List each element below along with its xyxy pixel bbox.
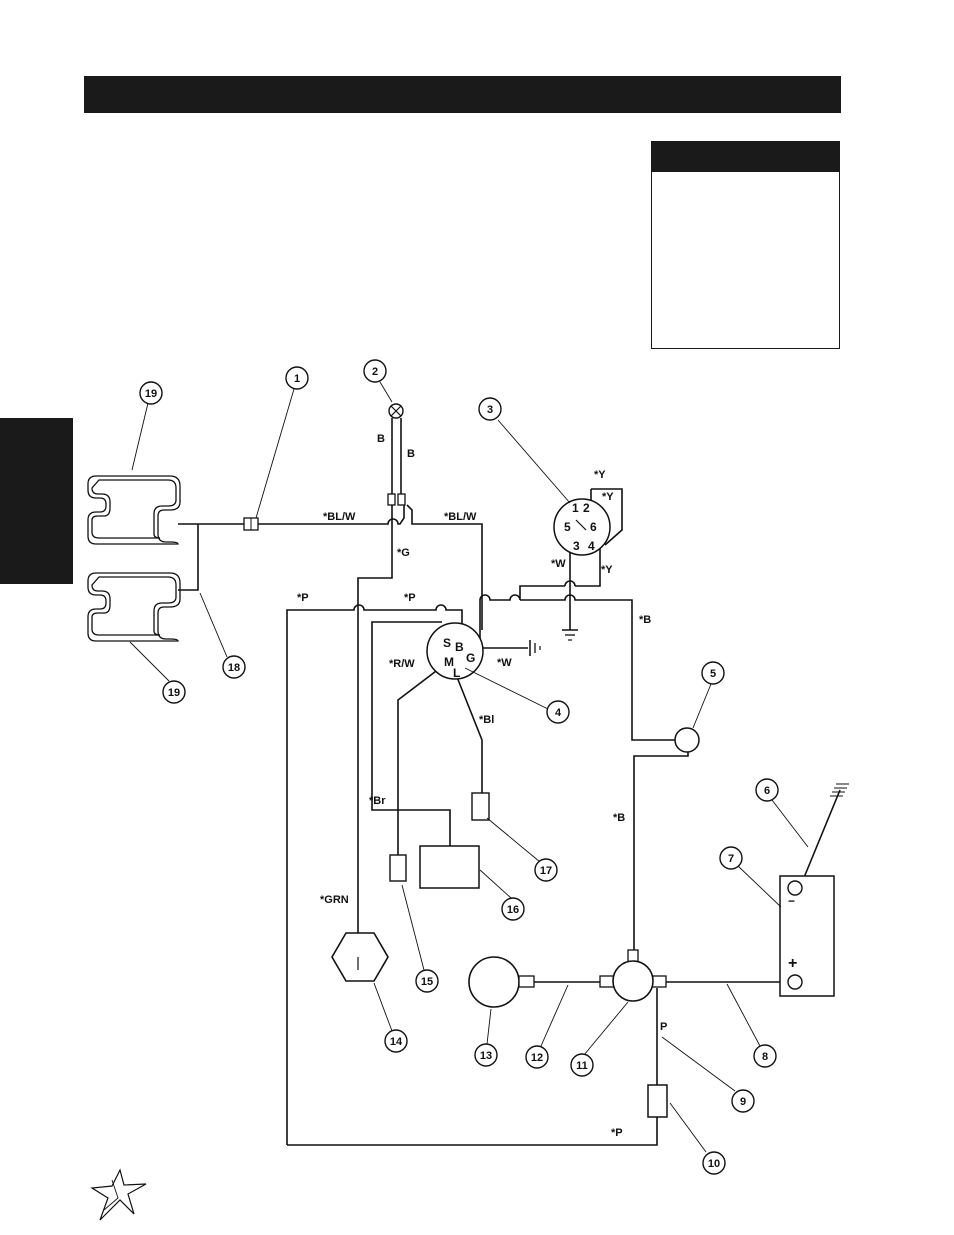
svg-text:19: 19 [168, 687, 180, 699]
side-tab [0, 418, 73, 584]
svg-text:17: 17 [540, 865, 552, 877]
callout-7: 7 [719, 846, 743, 870]
switch-3-pin-3: 3 [573, 539, 580, 553]
wires [178, 418, 841, 1146]
ignition-pin-g: G [466, 651, 475, 665]
wire-label-p-small: P [660, 1021, 667, 1033]
svg-text:2: 2 [372, 366, 378, 378]
ignition-pin-s: S [443, 636, 451, 650]
wire-label-y-inner: *Y [602, 491, 614, 503]
ground-icon [529, 640, 541, 656]
callout-9: 9 [731, 1089, 755, 1113]
wire-label-p-mid: *P [404, 592, 416, 604]
ignition-pin-b: B [455, 640, 464, 654]
connector-10 [647, 1084, 668, 1118]
switch-3-pin-1: 1 [572, 501, 579, 515]
callout-4: 4 [546, 700, 570, 724]
svg-text:10: 10 [708, 1158, 720, 1170]
svg-text:13: 13 [480, 1050, 492, 1062]
wire-label-y-right: *Y [601, 564, 613, 576]
callout-18: 18 [222, 655, 246, 679]
callout-3: 3 [478, 397, 502, 421]
callout-14: 14 [384, 1029, 408, 1053]
callout-12: 12 [525, 1045, 549, 1069]
callout-2: 2 [363, 359, 387, 383]
lamp-icon [388, 403, 404, 419]
switch-3-pin-6: 6 [590, 520, 597, 534]
svg-text:6: 6 [764, 785, 770, 797]
svg-text:5: 5 [710, 668, 716, 680]
callout-16: 16 [501, 897, 525, 921]
callout-1: 1 [285, 366, 309, 390]
svg-text:9: 9 [740, 1096, 746, 1108]
ground-icon [562, 629, 578, 641]
svg-text:16: 16 [507, 904, 519, 916]
ignition-switch-4: S B G M L [426, 622, 484, 680]
wire-label-w-top: *W [551, 558, 566, 570]
callout-5: 5 [701, 661, 725, 685]
wire-label-b-left: B [377, 433, 385, 445]
wire-label-y-top: *Y [594, 469, 606, 481]
wire-label-bl-w-right: *BL/W [444, 511, 477, 523]
wire-label-b-upper: *B [639, 614, 651, 626]
star-logo-icon [90, 1168, 147, 1221]
wire-label-p-bottom: *P [611, 1127, 623, 1139]
callout-8: 8 [753, 1044, 777, 1068]
svg-text:3: 3 [487, 404, 493, 416]
callout-11: 11 [570, 1053, 594, 1077]
svg-text:14: 14 [390, 1036, 403, 1048]
svg-text:11: 11 [576, 1060, 588, 1072]
connector-15 [389, 854, 407, 882]
battery-negative-label: − [788, 894, 795, 908]
svg-text:7: 7 [728, 853, 734, 865]
legend-box [651, 141, 840, 349]
callout-6: 6 [755, 778, 779, 802]
ground-cable-end [830, 783, 849, 797]
svg-text:1: 1 [294, 373, 300, 385]
svg-text:18: 18 [228, 662, 240, 674]
callout-10: 10 [702, 1151, 726, 1175]
component-19-bottom [87, 572, 181, 642]
svg-text:4: 4 [555, 707, 562, 719]
ignition-pin-l: L [453, 666, 460, 680]
header-bar [84, 76, 841, 113]
module-16 [419, 845, 480, 889]
wire-label-w-ground: *W [497, 657, 512, 669]
svg-text:15: 15 [421, 976, 433, 988]
callout-19-bottom: 19 [162, 680, 186, 704]
component-19-top [87, 475, 181, 545]
battery-positive-label: + [788, 955, 797, 972]
legend-header [652, 142, 839, 172]
wire-label-bl: *Bl [479, 714, 494, 726]
starter-solenoid-11 [599, 949, 667, 1002]
leader-lines [129, 381, 809, 1153]
switch-3-pin-2: 2 [583, 501, 590, 515]
switch-3-pin-4: 4 [588, 539, 595, 553]
wire-label-g: *G [397, 547, 410, 559]
component-5 [674, 727, 700, 753]
callout-13: 13 [474, 1043, 498, 1067]
wire-label-grn: *GRN [320, 894, 349, 906]
connector-17 [471, 792, 490, 821]
callout-19-top: 19 [139, 381, 163, 405]
wire-label-p-left: *P [297, 592, 309, 604]
battery-7: − + [779, 875, 835, 997]
starter-motor-13 [468, 956, 535, 1008]
callout-17: 17 [534, 858, 558, 882]
wire-label-br: *Br [369, 795, 386, 807]
svg-text:12: 12 [531, 1052, 543, 1064]
wire-label-b-right: B [407, 448, 415, 460]
switch-3: 1 2 5 6 3 4 [553, 498, 611, 556]
svg-text:8: 8 [762, 1051, 768, 1063]
wire-label-bl-w-left: *BL/W [323, 511, 356, 523]
component-14 [331, 932, 389, 982]
wire-label-r-w: *R/W [389, 658, 415, 670]
switch-3-pin-5: 5 [564, 520, 571, 534]
svg-text:19: 19 [145, 388, 157, 400]
ignition-pin-m: M [444, 655, 454, 669]
wire-label-b-lower: *B [613, 812, 625, 824]
callout-15: 15 [415, 969, 439, 993]
